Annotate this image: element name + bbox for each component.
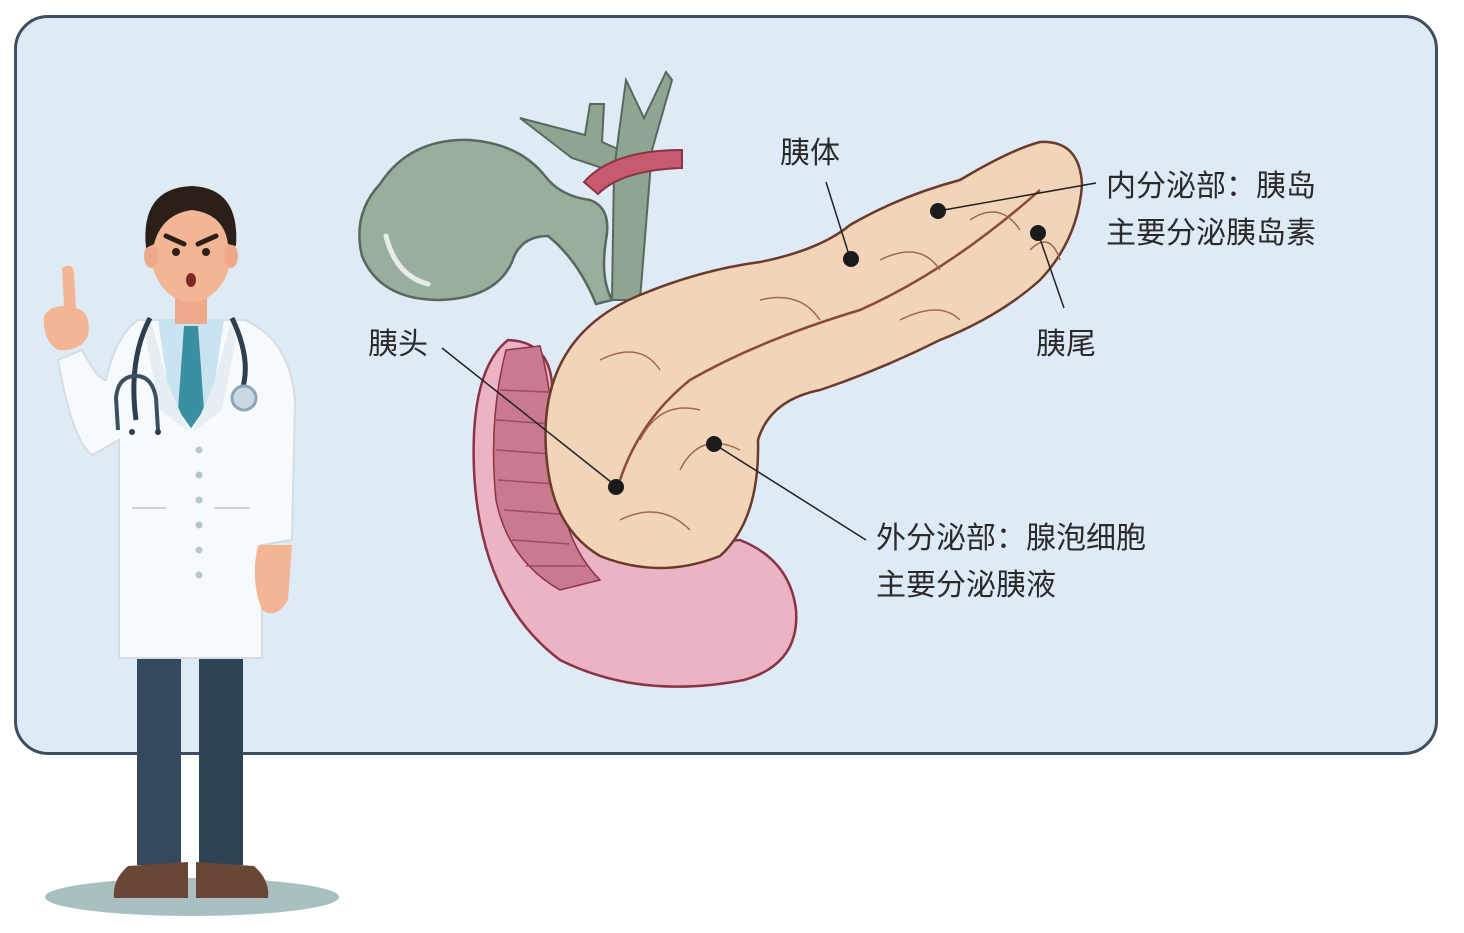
coat-button — [195, 521, 203, 529]
doctor-raised-hand — [43, 265, 89, 351]
label-text: 胰尾 — [1036, 327, 1096, 362]
label-exocrine-line2: 主要分泌胰液 — [876, 567, 1056, 603]
doctor-left-lapel — [146, 318, 189, 432]
doctor-right-leg — [199, 655, 243, 865]
coat-button — [195, 546, 203, 554]
coat-button — [195, 496, 203, 504]
gallbladder-highlight — [383, 233, 431, 287]
hepatic-duct — [610, 70, 674, 301]
doctor-face — [151, 202, 231, 302]
doctor-figure — [43, 186, 339, 916]
pointer-line-body — [825, 181, 851, 259]
bile-duct-branch — [519, 103, 622, 174]
stethoscope-tip — [155, 429, 161, 435]
doctor-eye — [202, 248, 210, 256]
blood-vessel — [582, 148, 683, 196]
duodenum-fold-lines — [495, 389, 586, 567]
doctor-right-shoe — [196, 862, 269, 898]
label-pancreas-body: 胰体 — [780, 131, 840, 178]
label-pancreas-head: 胰头 — [368, 322, 428, 369]
marker-dot-body — [843, 251, 859, 267]
pointer-line-endocrine — [937, 182, 1097, 212]
stethoscope-chestpiece — [230, 384, 258, 412]
pancreas-texture — [599, 211, 1061, 531]
pancreatic-duct — [618, 189, 1041, 481]
label-exocrine-line1: 外分泌部：腺泡细胞 — [876, 521, 1146, 556]
doctor-eye — [172, 248, 180, 256]
marker-dot-head — [608, 479, 624, 495]
pancreas — [544, 140, 1084, 570]
marker-dot-exocrine — [706, 436, 722, 452]
doctor-mouth — [186, 273, 196, 287]
doctor-eyebrow — [163, 233, 219, 247]
doctor-left-leg — [137, 655, 181, 865]
label-endocrine-line2: 主要分泌胰岛素 — [1106, 215, 1316, 251]
label-endocrine-line1: 内分泌部：胰岛 — [1106, 169, 1316, 204]
doctor-tie — [178, 326, 204, 428]
coat-button — [195, 571, 203, 579]
doctor-right-lapel — [193, 318, 236, 432]
pointer-line-head — [441, 347, 617, 487]
gallbladder-group — [358, 70, 683, 306]
doctor-ear — [224, 244, 238, 268]
doctor-right-hand — [254, 545, 292, 614]
stethoscope-tube — [229, 316, 248, 391]
pointer-line-tail — [1037, 232, 1065, 309]
doctor-hair — [145, 186, 237, 248]
stethoscope-earpiece — [113, 374, 160, 431]
doctor-shadow — [45, 878, 339, 916]
gallbladder — [358, 138, 614, 306]
label-exocrine: 外分泌部：腺泡细胞 主要分泌胰液 — [876, 516, 1146, 609]
label-pancreas-tail: 胰尾 — [1036, 322, 1096, 369]
coat-button — [195, 446, 203, 454]
marker-dot-endocrine — [930, 203, 946, 219]
label-endocrine: 内分泌部：胰岛 主要分泌胰岛素 — [1106, 164, 1316, 257]
annotation-pointers — [441, 181, 1097, 541]
stethoscope-tube — [131, 316, 153, 421]
marker-dot-tail — [1030, 225, 1046, 241]
doctor-left-shoe — [113, 862, 188, 898]
label-text: 胰体 — [780, 136, 840, 171]
stethoscope-tip — [129, 429, 135, 435]
doctor-ear — [144, 244, 158, 268]
pointer-line-exocrine — [713, 443, 867, 541]
label-text: 胰头 — [368, 327, 428, 362]
coat-button — [195, 471, 203, 479]
